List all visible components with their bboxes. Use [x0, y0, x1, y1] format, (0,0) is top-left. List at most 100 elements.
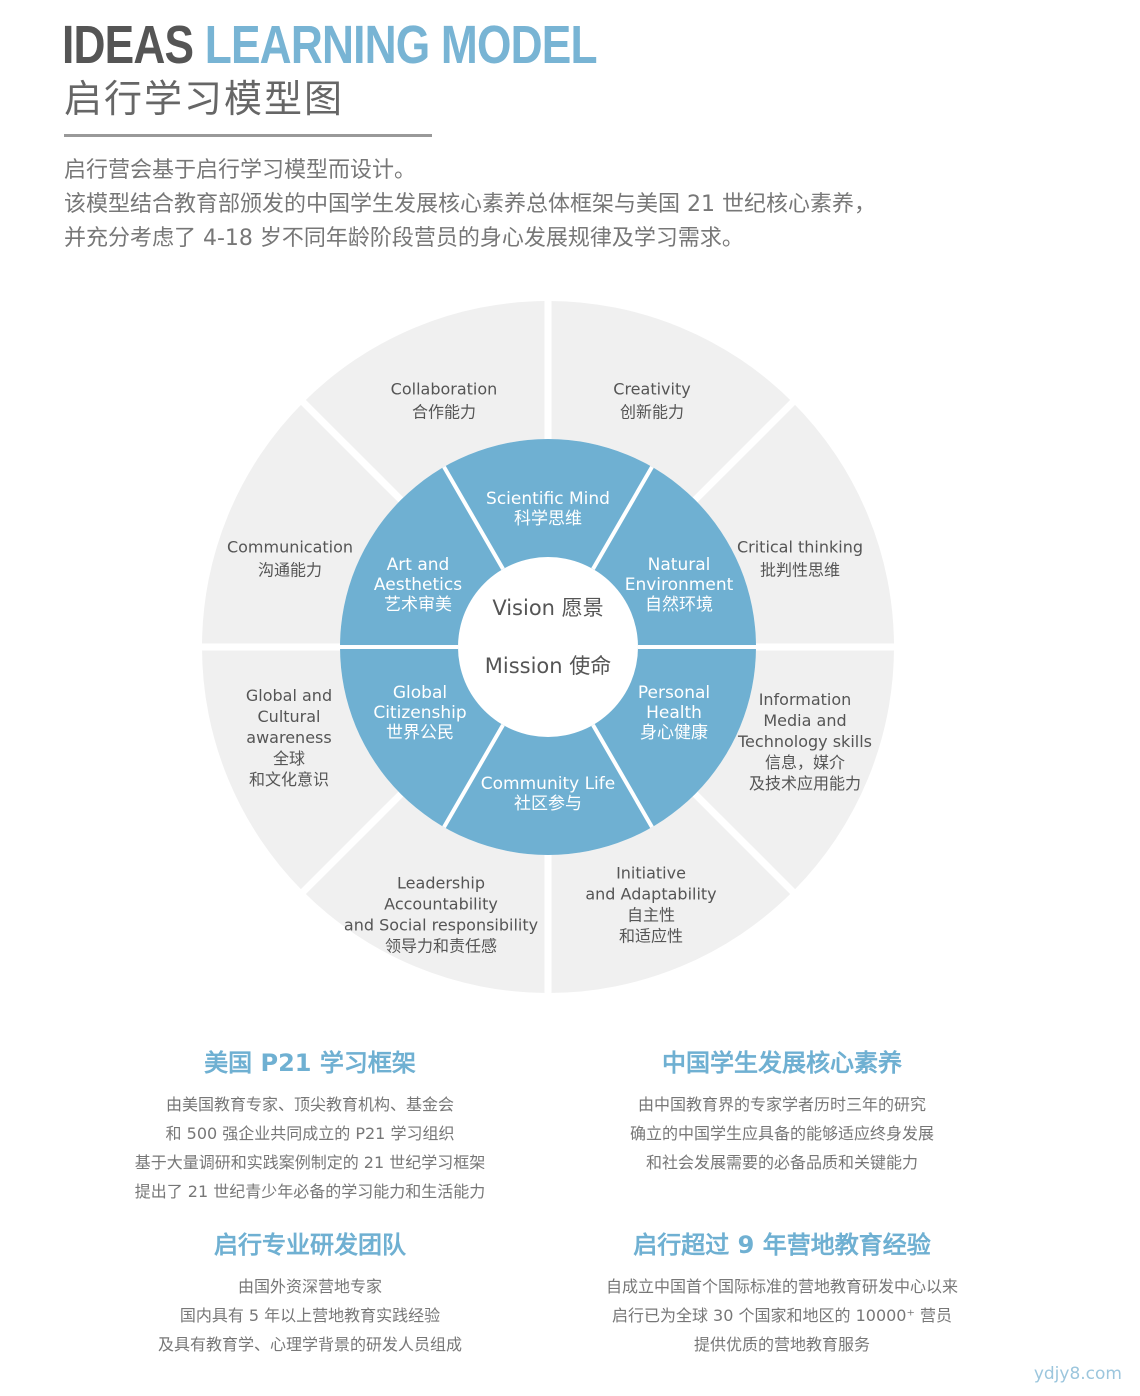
section-p21: 美国 P21 学习框架 由美国教育专家、顶尖教育机构、基金会 和 500 强企业… — [60, 1046, 560, 1206]
label-line: 沟通能力 — [258, 561, 322, 580]
label-line: and Adaptability — [585, 885, 716, 904]
label-line: awareness — [246, 728, 331, 747]
section-line: 及具有教育学、心理学背景的研发人员组成 — [157, 1335, 462, 1354]
section-line: 国内具有 5 年以上营地教育实践经验 — [179, 1306, 441, 1325]
inner-ring-separator — [591, 465, 654, 571]
section-china-core: 中国学生发展核心素养 由中国教育界的专家学者历时三年的研究 确立的中国学生应具备… — [532, 1046, 1032, 1177]
label-line: Initiative — [616, 864, 686, 883]
intro-line: 并充分考虑了 4-18 岁不同年龄阶段营员的身心发展规律及学习需求。 — [64, 226, 744, 251]
label-line: 信息，媒介 — [765, 753, 845, 772]
label-line: Leadership — [397, 874, 485, 893]
outer-ring-segment — [548, 794, 793, 993]
label-line: 世界公民 — [386, 723, 454, 743]
label-line: Vision 愿景 — [492, 596, 603, 620]
label-line: Global and — [246, 686, 332, 705]
label-line: Communication — [227, 538, 353, 557]
section-heading: 美国 P21 学习框架 — [204, 1049, 416, 1077]
label-line: 自然环境 — [645, 595, 713, 615]
outer-ring-segment — [202, 402, 401, 647]
label-line: Personal — [638, 683, 710, 703]
section-line: 自成立中国首个国际标准的营地教育研发中心以来 — [605, 1277, 958, 1296]
label-line: Community Life — [481, 774, 615, 794]
label-line: Art and — [387, 555, 450, 575]
label-line: Aesthetics — [374, 575, 462, 595]
outer-ring-segment — [303, 301, 548, 500]
outer-ring-separator — [692, 398, 797, 503]
label-line: 领导力和责任感 — [385, 937, 497, 956]
label-line: Natural — [648, 555, 711, 575]
label-line: Cultural — [258, 707, 321, 726]
title-ideas: IDEAS — [62, 15, 194, 75]
label-line: 和文化意识 — [249, 770, 329, 789]
label-line: 全球 — [273, 749, 305, 768]
title-english: IDEAS LEARNING MODEL — [62, 14, 598, 76]
outer-ring-segment — [202, 647, 401, 892]
center-circle — [458, 557, 638, 737]
section-line: 由美国教育专家、顶尖教育机构、基金会 — [165, 1095, 454, 1114]
label-line: and Social responsibility — [344, 916, 538, 935]
label-line: 身心健康 — [640, 723, 708, 743]
outer-segment-label: Critical thinking 批判性思维 — [737, 538, 863, 580]
label-line: 自主性 — [627, 906, 675, 925]
label-line: 及技术应用能力 — [749, 774, 861, 793]
label-line: Creativity — [613, 380, 690, 399]
section-line: 确立的中国学生应具备的能够适应终身发展 — [629, 1124, 934, 1143]
section-line: 提供优质的营地教育服务 — [693, 1335, 870, 1354]
outer-ring-segment — [548, 301, 793, 500]
outer-ring-separator — [692, 791, 797, 896]
title-chinese: 启行学习模型图 — [64, 77, 345, 121]
inner-ring-separator — [591, 723, 654, 829]
label-line: Critical thinking — [737, 538, 863, 557]
title-learning-model: LEARNING MODEL — [204, 15, 598, 75]
label-line: 科学思维 — [514, 509, 582, 529]
section-heading: 启行专业研发团队 — [214, 1231, 406, 1259]
center-label-mission: Mission 使命 — [485, 654, 612, 678]
label-line: Global — [393, 683, 447, 703]
intro-line: 该模型结合教育部颁发的中国学生发展核心素养总体框架与美国 21 世纪核心素养， — [64, 192, 876, 217]
label-line: Environment — [625, 575, 734, 595]
label-line: Technology skills — [737, 732, 872, 751]
inner-ring-separator — [442, 723, 505, 829]
section-heading: 启行超过 9 年营地教育经验 — [633, 1231, 931, 1259]
label-line: 批判性思维 — [760, 561, 840, 580]
section-heading: 中国学生发展核心素养 — [662, 1049, 902, 1077]
intro-line: 启行营会基于启行学习模型而设计。 — [64, 158, 417, 183]
section-line: 和社会发展需要的必备品质和关键能力 — [645, 1153, 918, 1172]
center-label-vision: Vision 愿景 — [492, 596, 603, 620]
label-line: Citizenship — [373, 703, 466, 723]
outer-ring-segment — [695, 647, 894, 892]
label-line: 合作能力 — [412, 403, 476, 422]
label-line: Accountability — [384, 895, 498, 914]
label-line: 社区参与 — [514, 794, 582, 814]
section-line: 启行已为全球 30 个国家和地区的 10000⁺ 营员 — [611, 1306, 953, 1325]
intro-paragraph: 启行营会基于启行学习模型而设计。 该模型结合教育部颁发的中国学生发展核心素养总体… — [64, 154, 1104, 256]
watermark: ydjy8.com — [1033, 1364, 1122, 1384]
section-line: 由中国教育界的专家学者历时三年的研究 — [637, 1095, 926, 1114]
section-rd-team: 启行专业研发团队 由国外资深营地专家 国内具有 5 年以上营地教育实践经验 及具… — [60, 1228, 560, 1359]
section-line: 提出了 21 世纪青少年必备的学习能力和生活能力 — [134, 1182, 486, 1201]
label-line: Health — [646, 703, 702, 723]
label-line: Media and — [763, 711, 846, 730]
outer-segment-label: Initiative and Adaptability 自主性和适应性 — [585, 864, 716, 946]
title-divider — [64, 134, 432, 137]
section-line: 基于大量调研和实践案例制定的 21 世纪学习框架 — [134, 1153, 486, 1172]
section-line: 和 500 强企业共同成立的 P21 学习组织 — [165, 1124, 455, 1143]
section-line: 由国外资深营地专家 — [237, 1277, 382, 1296]
label-line: Scientific Mind — [486, 489, 610, 509]
label-line: 艺术审美 — [384, 595, 452, 615]
outer-ring-separator — [299, 398, 404, 503]
label-line: 和适应性 — [619, 927, 683, 946]
outer-segment-label: Communication 沟通能力 — [227, 538, 353, 580]
